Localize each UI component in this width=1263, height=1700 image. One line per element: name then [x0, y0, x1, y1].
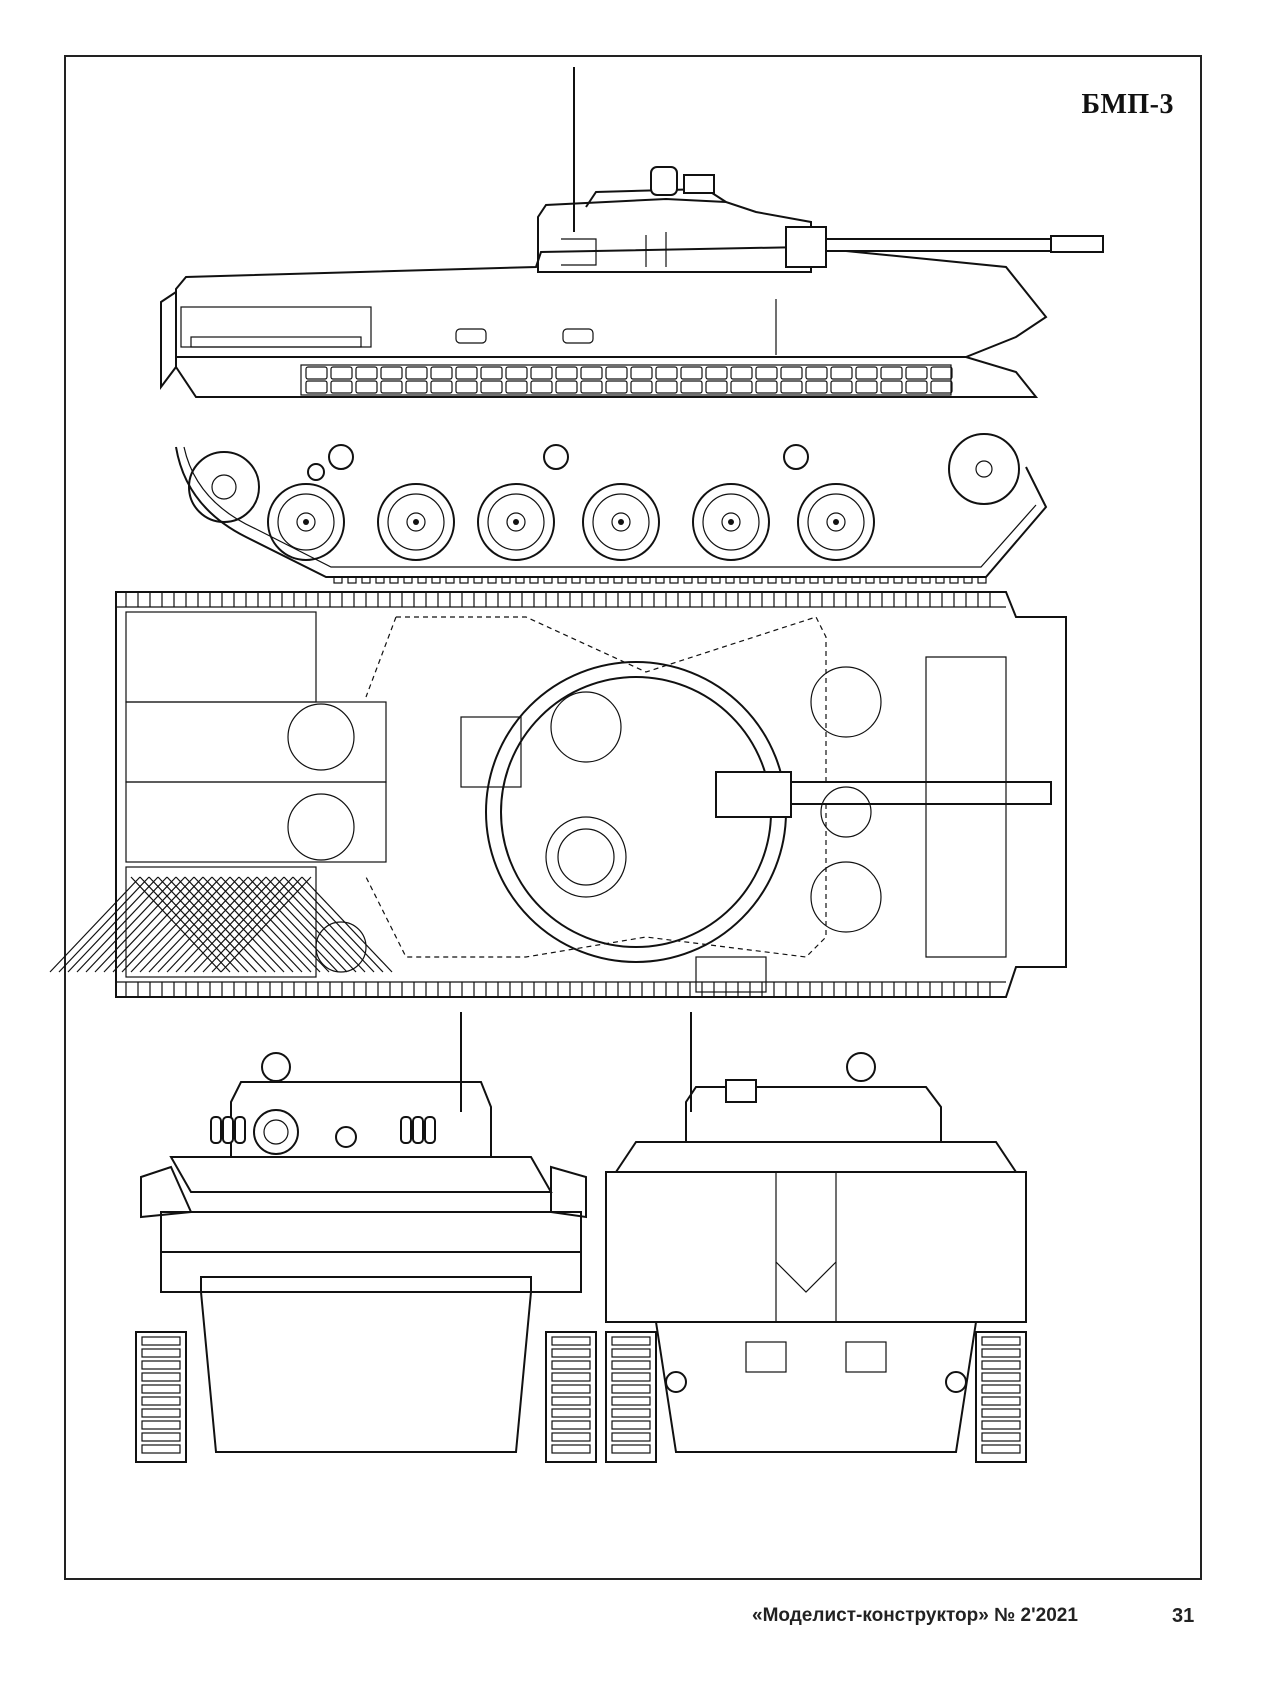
plate-title: БМП-3	[1081, 89, 1174, 120]
page-number: 31	[1172, 1605, 1195, 1627]
top-view-drawing	[49, 591, 1067, 998]
rear-view-drawing	[605, 1012, 1027, 1463]
side-view-drawing	[160, 67, 1104, 584]
front-view-drawing	[135, 1012, 597, 1463]
magazine-issue: «Моделист-конструктор» № 2'2021	[752, 1605, 1078, 1626]
drawing-frame: БМП-3	[49, 55, 1202, 1580]
